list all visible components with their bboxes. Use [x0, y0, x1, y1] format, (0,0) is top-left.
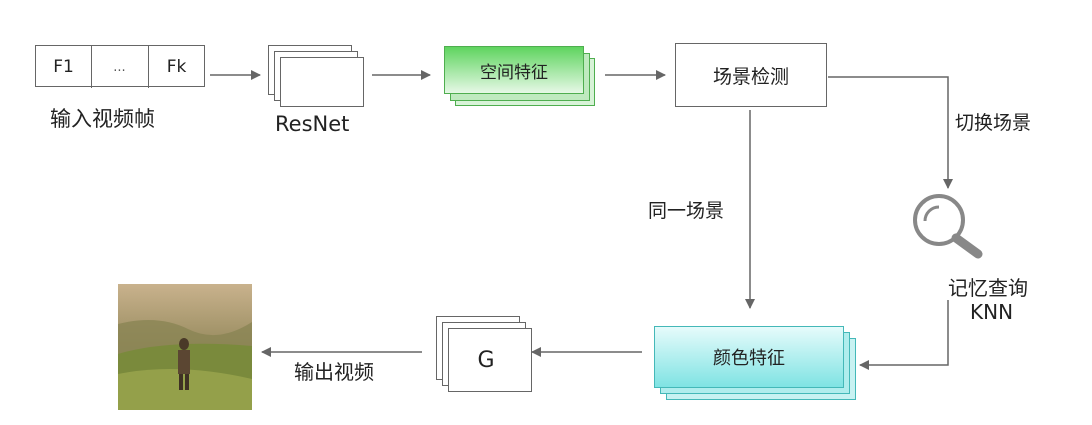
- resnet-card-front: [280, 57, 364, 107]
- spatial-features-box: [444, 46, 584, 94]
- color-features-box: [654, 326, 844, 388]
- input-frames: F1 ... Fk: [35, 45, 205, 88]
- output-video-label: 输出视频: [294, 360, 374, 384]
- spatial-features-label: 空间特征: [480, 62, 548, 83]
- g-card-front: [448, 328, 532, 392]
- memory-query-label: 记忆查询: [948, 276, 1028, 300]
- input-frames-label: 输入视频帧: [50, 107, 155, 131]
- color-features-label: 颜色特征: [713, 348, 785, 369]
- resnet-label: ResNet: [275, 112, 350, 136]
- output-image: [118, 284, 252, 410]
- switch-scene-label: 切换场景: [955, 112, 1032, 134]
- frame-cell-ellipsis: ...: [91, 46, 149, 88]
- generator-label: G: [477, 347, 495, 373]
- arrow-switch-scene: [828, 76, 953, 189]
- magnifier-icon: [913, 194, 983, 259]
- scene-detection-box: [675, 43, 827, 107]
- knn-label: KNN: [970, 300, 1014, 324]
- frame-cell-first: F1: [36, 46, 92, 88]
- frame-cell-last: Fk: [166, 57, 187, 77]
- same-scene-label: 同一场景: [648, 200, 725, 222]
- scene-detection-label: 场景检测: [712, 65, 789, 88]
- arrow-knn-to-color: [859, 300, 949, 370]
